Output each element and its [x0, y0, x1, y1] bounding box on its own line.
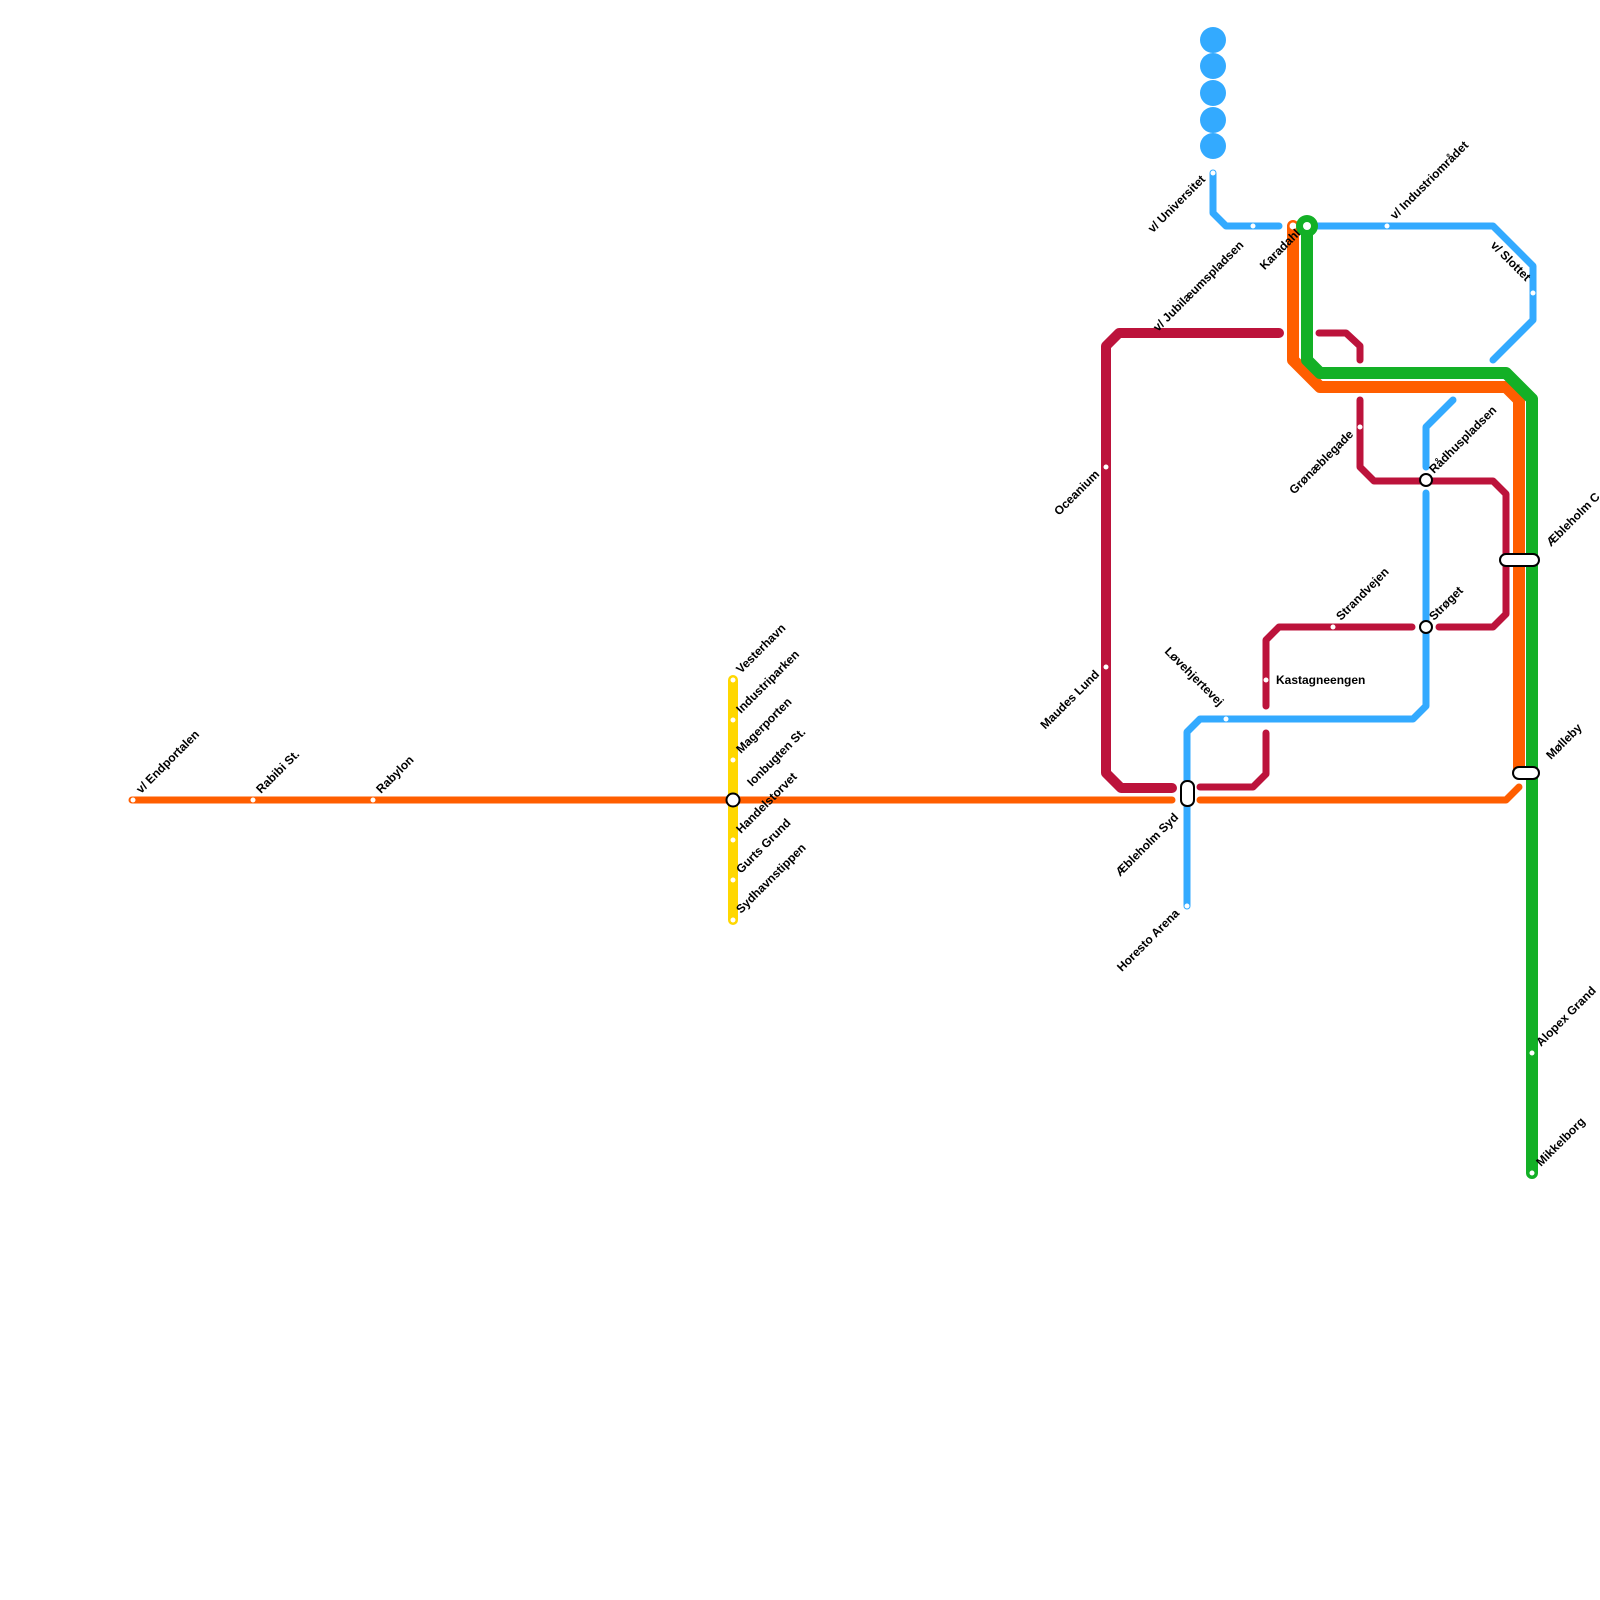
label-horesto: Horesto Arena	[1114, 906, 1182, 974]
interchange-molleby[interactable]	[1512, 766, 1540, 780]
red-line-loop-east	[1196, 729, 1270, 791]
orange-line-loop	[1287, 220, 1525, 779]
label-stroget: Strøget	[1426, 584, 1466, 624]
stop-sydhavnstippen-end[interactable]	[730, 917, 736, 923]
label-maudes-lund: Maudes Lund	[1038, 667, 1103, 732]
stop-industriomraadet[interactable]	[1384, 223, 1390, 229]
label-groenaeblegade: Grønæblegade	[1286, 427, 1356, 497]
label-rabylon: Rabylon	[373, 753, 416, 796]
blue-line-north	[1209, 169, 1283, 230]
blue-line-south	[1183, 489, 1430, 910]
interchange-raadhuspladsen[interactable]	[1419, 473, 1433, 487]
stop-horesto[interactable]	[1184, 903, 1190, 909]
stop-oceanium[interactable]	[1103, 464, 1109, 470]
stop-sydhavnstippen[interactable]	[730, 877, 736, 883]
label-oceanium: Oceanium	[1051, 467, 1102, 518]
blue-line-raadhus-stub	[1422, 396, 1457, 471]
red-line-stub	[1315, 329, 1364, 364]
red-line-stroget-east	[1356, 396, 1510, 631]
label-rabibi: Rabibi St.	[253, 747, 302, 796]
stop-lovehjertevej[interactable]	[1223, 716, 1229, 722]
stop-rabylon[interactable]	[370, 797, 376, 803]
blue-line-terminus-marker	[1200, 27, 1226, 159]
green-line	[1301, 220, 1538, 1179]
interchange-handelstorvet[interactable]	[725, 792, 741, 808]
label-alopex: Alopex Grand	[1533, 984, 1599, 1050]
label-aebleholm-c: Æbleholm C	[1543, 489, 1600, 549]
orange-line-east	[1196, 783, 1523, 804]
stop-magerporten[interactable]	[730, 757, 736, 763]
interchange-karadahl-dot	[1303, 222, 1311, 230]
label-universitet: v/ Universitet	[1145, 172, 1208, 235]
label-strandvejen: Strandvejen	[1333, 565, 1391, 623]
stop-rabibi[interactable]	[250, 797, 256, 803]
stop-karadahl-orange[interactable]	[1289, 222, 1297, 230]
label-aebleholm-syd: Æbleholm Syd	[1112, 810, 1181, 879]
stop-strandvejen[interactable]	[1330, 624, 1336, 630]
stop-slottet[interactable]	[1530, 290, 1536, 296]
stop-maudes-lund[interactable]	[1103, 664, 1109, 670]
label-industriomraadet: v/ Industriområdet	[1387, 138, 1471, 222]
label-endportalen: v/ Endportalen	[133, 727, 202, 796]
label-molleby: Mølleby	[1543, 720, 1585, 762]
interchange-aebleholm-c[interactable]	[1499, 553, 1540, 567]
stop-groenaeblegade[interactable]	[1357, 424, 1363, 430]
label-kastagneengen: Kastagneengen	[1276, 673, 1365, 687]
interchange-aebleholm-syd[interactable]	[1180, 780, 1195, 807]
red-line-kastagneengen	[1262, 623, 1416, 710]
stop-vesterhavn[interactable]	[730, 677, 736, 683]
station-stops	[130, 170, 1536, 1176]
station-labels: v/ Endportalen Rabibi St. Rabylon Vester…	[133, 138, 1600, 1169]
stop-universitet[interactable]	[1210, 170, 1216, 176]
stop-endportalen[interactable]	[130, 797, 136, 803]
stop-kastagneengen[interactable]	[1263, 677, 1269, 683]
label-lovehjertevej: Løvehjertevej	[1162, 644, 1227, 709]
stop-industriparken[interactable]	[730, 717, 736, 723]
stop-mikkelborg[interactable]	[1529, 1170, 1535, 1176]
blue-line-loop	[1303, 222, 1537, 364]
stop-alopex[interactable]	[1529, 1050, 1535, 1056]
label-sydhavnstippen: Sydhavnstippen	[733, 841, 808, 916]
red-line-loop-west	[1101, 328, 1284, 793]
label-jubilaeum: v/ Jubilæumspladsen	[1150, 238, 1246, 334]
label-mikkelborg: Mikkelborg	[1533, 1114, 1588, 1169]
interchange-stroget[interactable]	[1419, 620, 1433, 634]
stop-gurts-grund[interactable]	[730, 837, 736, 843]
stop-jubilaeum[interactable]	[1250, 223, 1256, 229]
